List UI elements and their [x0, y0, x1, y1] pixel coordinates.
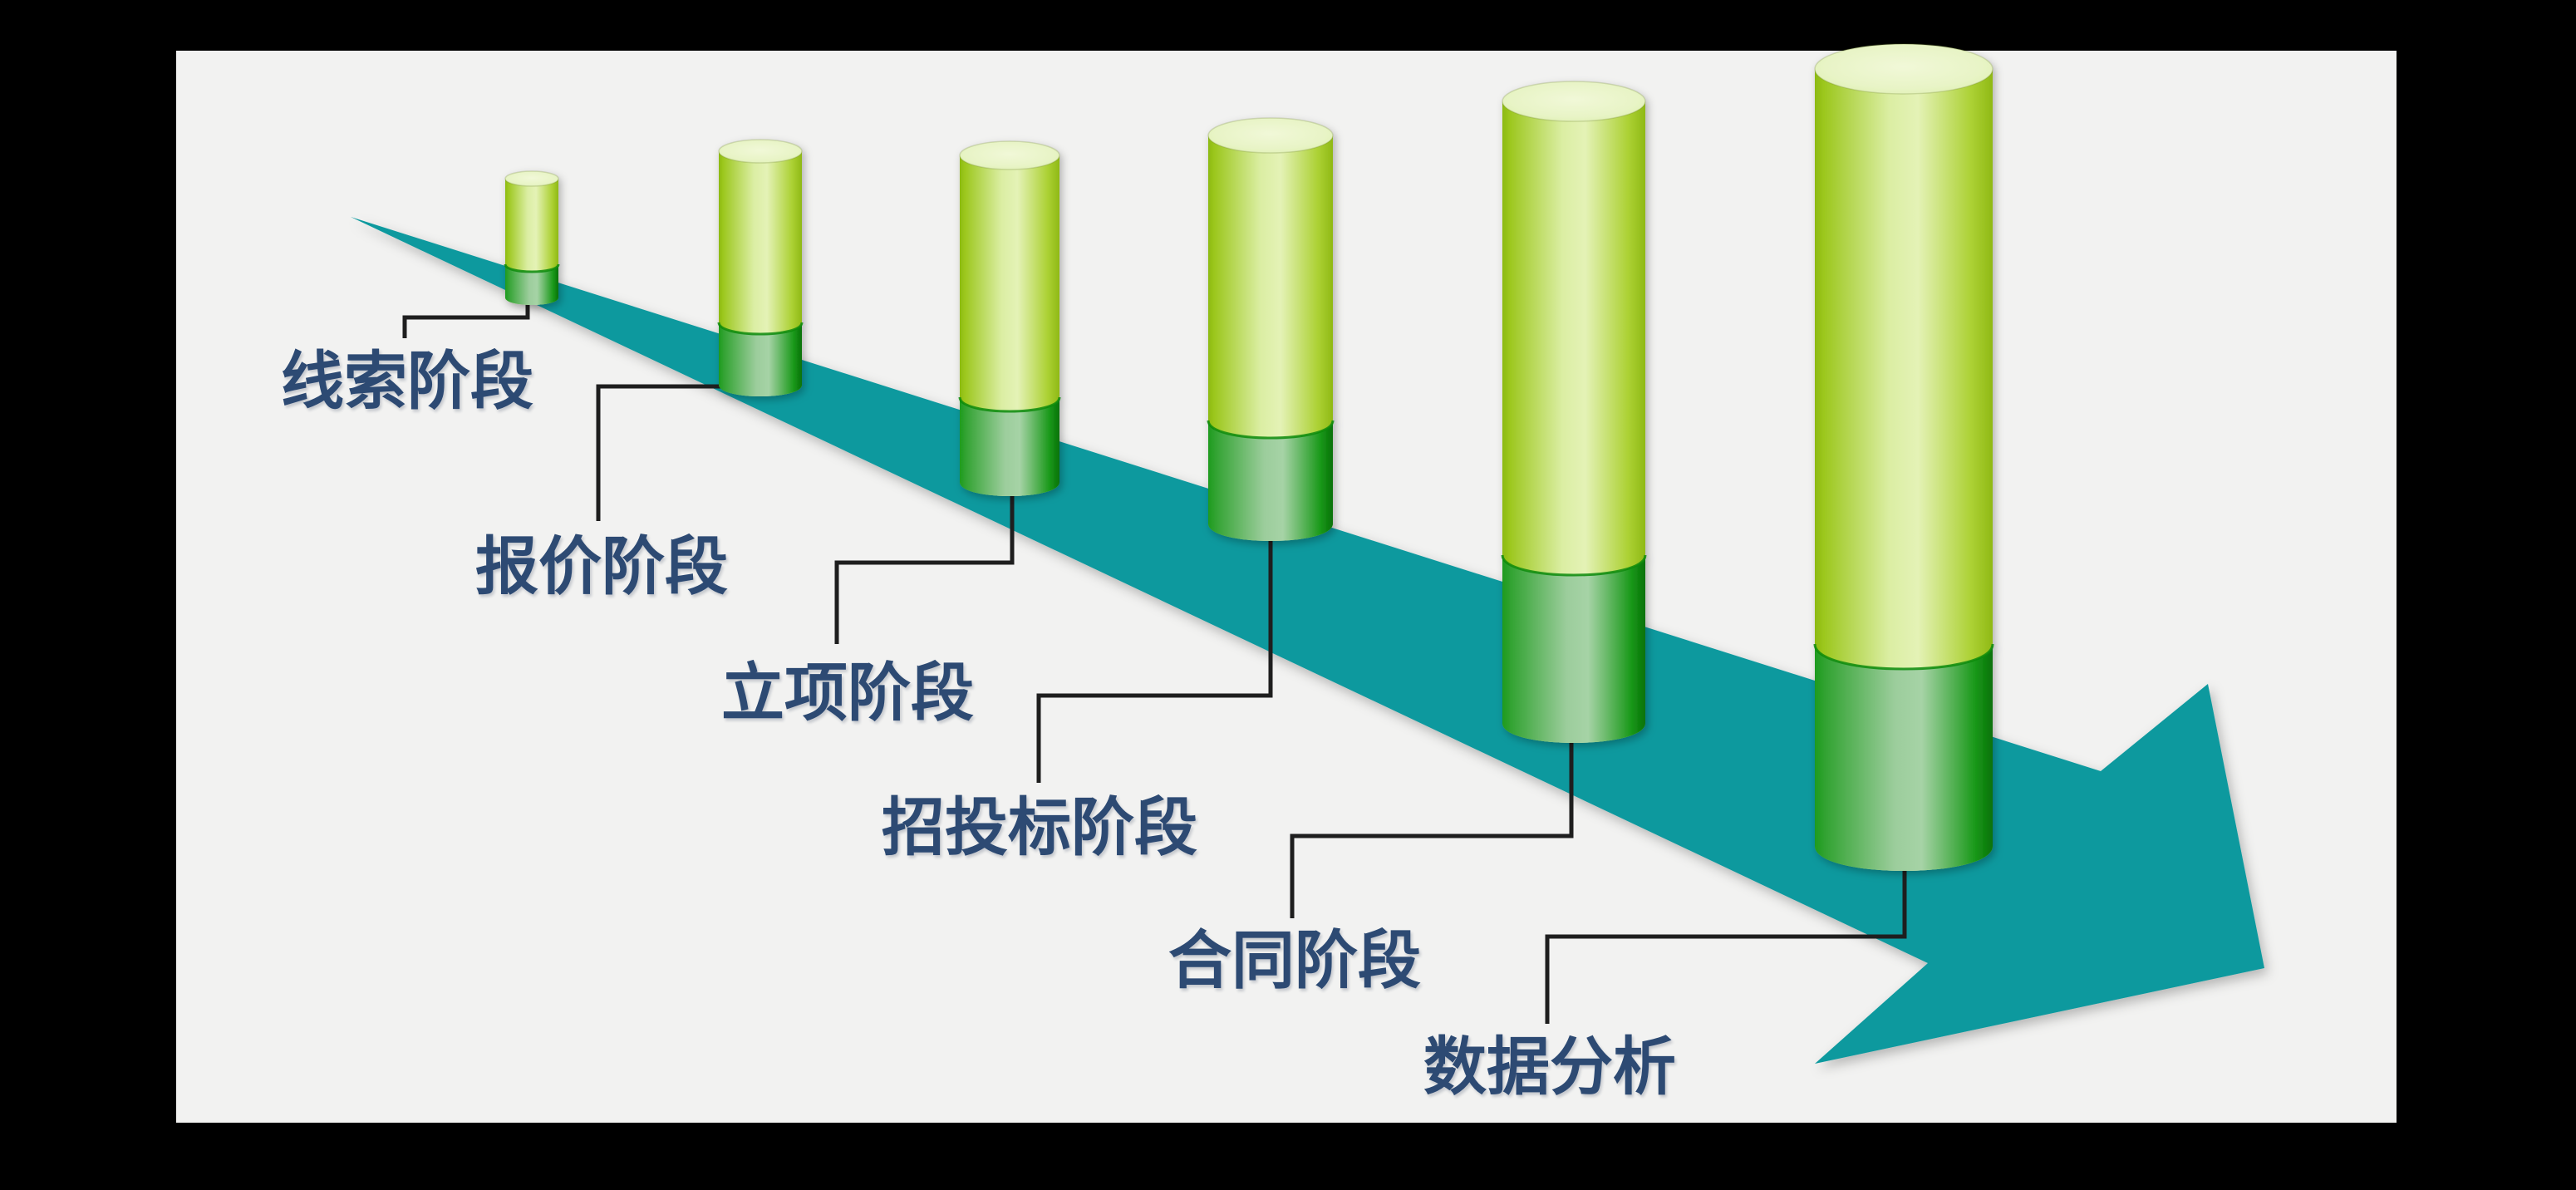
cylinder-band [1502, 555, 1645, 743]
cylinder-top [1207, 117, 1334, 154]
cylinder-top [718, 139, 803, 164]
stage-bidding-cylinder [1207, 117, 1335, 541]
cylinder-top [504, 170, 559, 187]
stage-data-analysis-cylinder [1813, 43, 1994, 871]
cylinder-top [1814, 43, 1993, 95]
stage-data-analysis-connector-line [1545, 844, 1907, 1024]
cylinder-band [960, 397, 1059, 496]
stage-bidding-connector-line [1036, 522, 1273, 783]
stage-quotation-label: 报价阶段 [475, 532, 728, 602]
stage-contract-cylinder [1501, 81, 1647, 743]
connector-lines [402, 297, 1907, 1024]
stage-contract-connector-line [1290, 721, 1574, 918]
stage-cylinders [504, 43, 1994, 871]
stage-contract-label: 合同阶段 [1168, 926, 1421, 996]
stage-lead-cylinder [504, 170, 560, 305]
cylinder-band [1815, 644, 1993, 871]
cylinder-band [505, 264, 558, 305]
stage-lead-connector-line [402, 297, 530, 338]
cylinder-top [959, 140, 1060, 170]
process-arrow-icon [351, 217, 2264, 1064]
cylinder-band-rim [1813, 643, 1994, 671]
cylinder-band [1208, 420, 1333, 541]
cylinder-band-rim [1501, 554, 1647, 577]
stage-quotation-cylinder [717, 139, 804, 396]
stage-project-approval-connector-line [834, 480, 1015, 644]
cylinder-band-rim [1207, 420, 1335, 440]
cylinder-band-rim [717, 322, 804, 336]
cylinder-band [719, 322, 802, 396]
stage-bidding-label: 招投标阶段 [882, 793, 1197, 863]
stage-lead-label: 线索阶段 [281, 347, 533, 417]
cylinder-band-rim [958, 396, 1061, 413]
stage-project-approval-label: 立项阶段 [721, 658, 974, 729]
cylinder-band-rim [504, 263, 560, 273]
cylinder-top [1502, 81, 1646, 122]
stage-quotation-connector-line [596, 384, 765, 521]
stage-project-approval-cylinder [958, 140, 1061, 496]
stage-data-analysis-label: 数据分析 [1423, 1032, 1676, 1103]
